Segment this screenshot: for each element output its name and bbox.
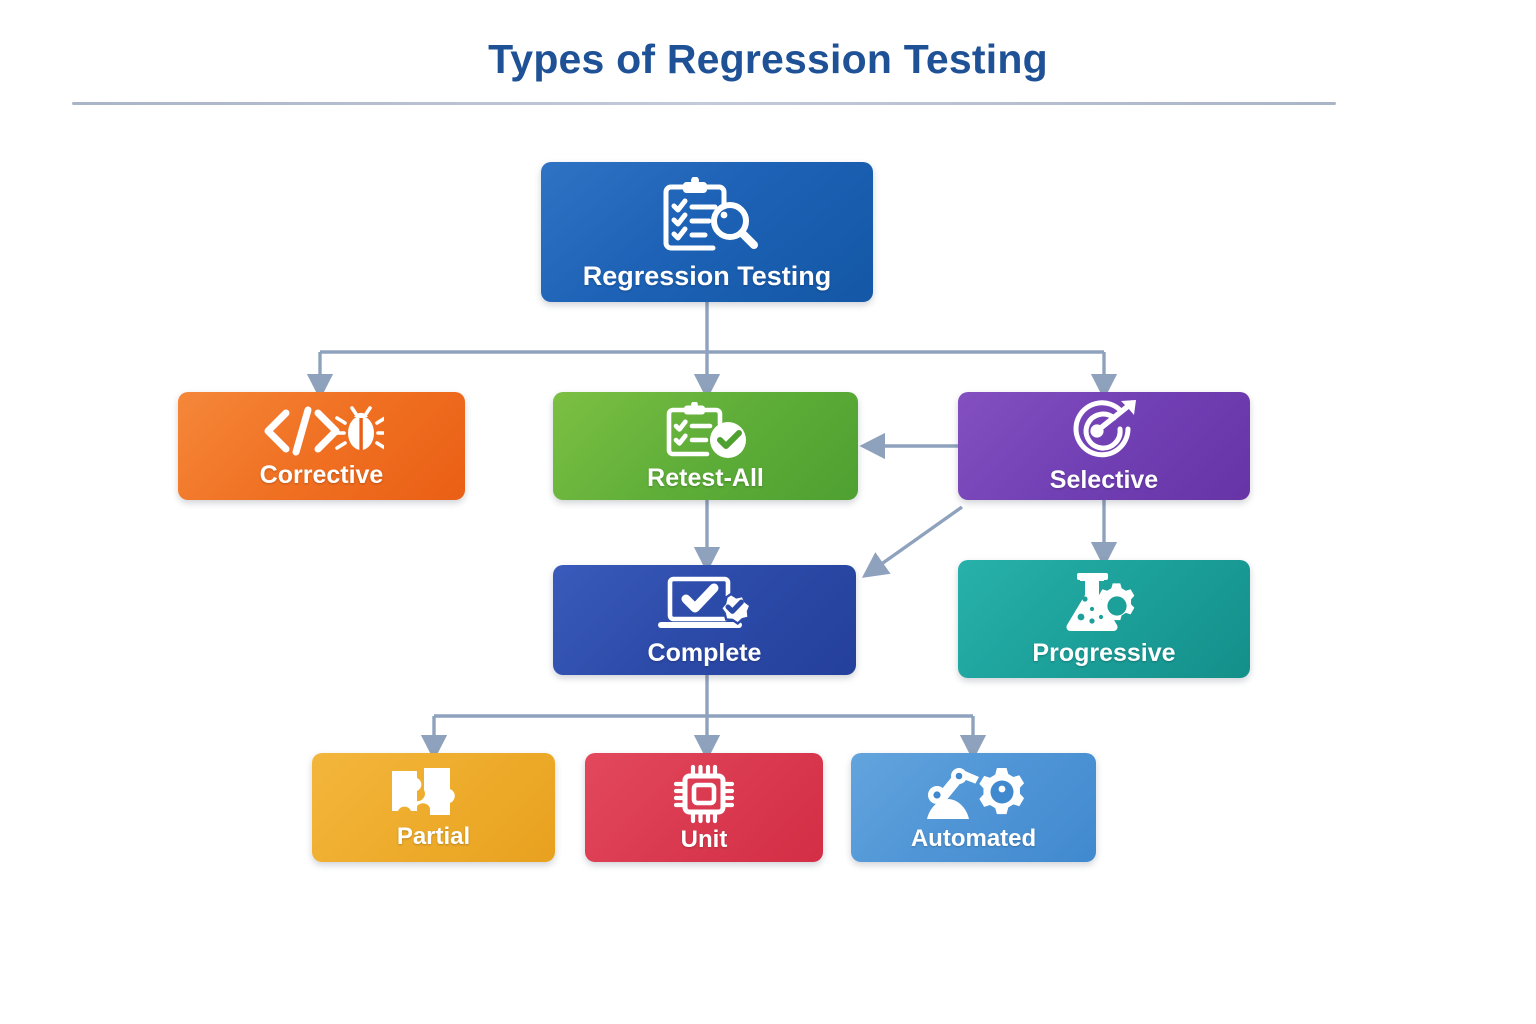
node-automated[interactable]: Automated	[851, 753, 1096, 862]
title-divider	[72, 102, 1336, 105]
flask-gear-icon	[1061, 572, 1147, 635]
node-label: Corrective	[259, 460, 384, 489]
node-regression-testing[interactable]: Regression Testing	[541, 162, 873, 302]
node-retest-all[interactable]: Retest-All	[553, 392, 858, 500]
target-arrow-icon	[1066, 399, 1142, 462]
node-label: Unit	[680, 825, 728, 853]
page-title: Types of Regression Testing	[488, 36, 1048, 82]
robot-arm-gear-icon	[921, 765, 1027, 823]
node-selective[interactable]: Selective	[958, 392, 1250, 500]
node-complete[interactable]: Complete	[553, 565, 856, 675]
edge-selective-complete	[861, 505, 963, 578]
laptop-check-badge-icon	[655, 575, 755, 635]
node-progressive[interactable]: Progressive	[958, 560, 1250, 678]
node-label: Progressive	[1032, 638, 1176, 667]
node-unit[interactable]: Unit	[585, 753, 823, 862]
node-label: Partial	[396, 822, 471, 850]
clipboard-check-badge-icon	[660, 401, 752, 460]
node-label: Automated	[910, 824, 1037, 852]
microchip-cpu-icon	[671, 764, 737, 824]
node-partial[interactable]: Partial	[312, 753, 555, 862]
node-label: Regression Testing	[582, 260, 832, 291]
node-label: Selective	[1049, 465, 1159, 494]
node-label: Retest-All	[647, 463, 764, 492]
node-corrective[interactable]: Corrective	[178, 392, 465, 500]
node-label: Complete	[647, 638, 762, 667]
clipboard-checklist-magnifier-icon	[653, 176, 761, 255]
puzzle-pieces-icon	[388, 767, 480, 821]
code-brackets-bug-icon	[260, 405, 384, 457]
